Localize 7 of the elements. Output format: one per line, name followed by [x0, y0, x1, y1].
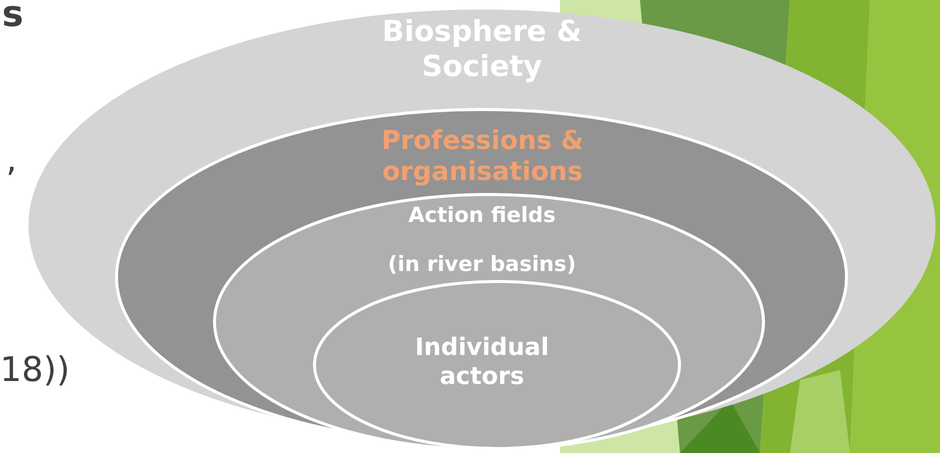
text-fragment: 18)): [0, 350, 70, 390]
ring-label: Action fields: [407, 203, 557, 228]
ring-label: Professions & organisations: [380, 126, 585, 188]
ring-label: (in river basins): [386, 252, 578, 278]
text-fragment: ,: [6, 140, 17, 180]
text-fragment: s: [2, 0, 24, 35]
ring-label: Individual actors: [414, 333, 550, 391]
